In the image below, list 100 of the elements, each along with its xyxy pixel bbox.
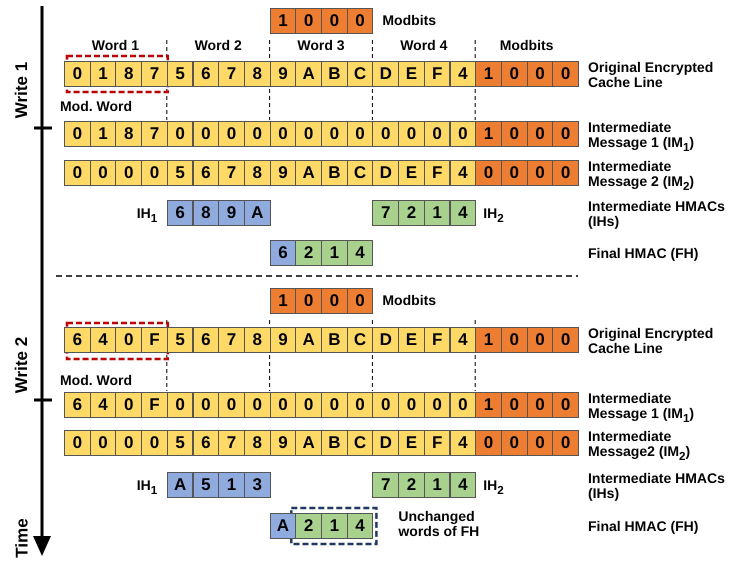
hex-digit-cell: 0 — [115, 160, 142, 186]
hex-digit-cell: F — [141, 327, 168, 353]
column-header: Word 3 — [296, 38, 346, 53]
hex-digit-cell: 9 — [270, 327, 296, 353]
hex-digit-cell: 0 — [115, 430, 142, 456]
hex-digit-cell: 0 — [372, 392, 400, 418]
hex-digit-cell: 1 — [475, 327, 502, 353]
hex-digit-cell: 0 — [192, 392, 220, 418]
hex-digit-cell: 1 — [475, 392, 502, 418]
hex-digit-cell: 6 — [270, 240, 296, 266]
hex-digit-cell: 0 — [500, 327, 528, 353]
hex-digit-cell: 7 — [372, 472, 400, 498]
hex-digit-cell: D — [372, 327, 400, 353]
hex-digit-cell: 0 — [64, 61, 91, 87]
hex-digit-cell: F — [141, 392, 168, 418]
hex-digit-cell: 0 — [552, 392, 579, 418]
hex-digit-cell: 0 — [115, 327, 142, 353]
hex-digit-cell: 2 — [295, 513, 322, 539]
column-header: Word 2 — [194, 38, 243, 53]
hex-digit-cell: 0 — [270, 121, 296, 147]
hex-digit-cell: A — [295, 61, 322, 87]
hex-digit-cell: 0 — [346, 288, 374, 314]
hex-digit-cell: 9 — [270, 160, 296, 186]
hex-digit-cell: 5 — [166, 327, 194, 353]
hex-digit-cell: 0 — [526, 160, 554, 186]
row-label: Intermediate Message 1 (IM$_{1}$) — [588, 120, 696, 155]
hex-digit-cell: F — [424, 327, 450, 353]
hex-digit-cell: 1 — [475, 61, 502, 87]
hex-digit-cell: 5 — [166, 61, 194, 87]
hex-digit-cell: 7 — [141, 121, 168, 147]
hex-digit-cell: 0 — [500, 160, 528, 186]
hex-digit-cell: 0 — [500, 61, 528, 87]
column-header: Word 1 — [90, 38, 140, 53]
hex-digit-cell: 0 — [552, 61, 579, 87]
row-label: Intermediate Message 2 (IM$_{2}$) — [588, 159, 696, 194]
hex-digit-cell: 9 — [218, 200, 245, 226]
hex-digit-cell: C — [346, 61, 374, 87]
hex-digit-cell: 5 — [166, 160, 194, 186]
hex-digit-cell: 0 — [500, 121, 528, 147]
column-header: Modbits — [498, 38, 554, 53]
row-label: IH$_{2}$ — [483, 206, 504, 226]
row-label: IH$_{2}$ — [483, 478, 504, 498]
row-label: Intermediate HMACs (IHs) — [588, 471, 726, 501]
column-header: Word 4 — [399, 38, 448, 53]
hex-digit-cell: 1 — [270, 288, 296, 314]
hex-digit-cell: A — [295, 160, 322, 186]
hex-digit-cell: F — [424, 430, 450, 456]
hex-digit-cell: 0 — [526, 430, 554, 456]
hex-digit-cell: C — [346, 430, 374, 456]
hex-digit-cell: 0 — [295, 392, 322, 418]
hex-digit-cell: E — [398, 160, 425, 186]
hex-digit-cell: 7 — [218, 327, 245, 353]
hex-digit-cell: 0 — [166, 121, 194, 147]
hex-digit-cell: E — [398, 430, 425, 456]
hex-digit-cell: 0 — [115, 392, 142, 418]
hex-digit-cell: 4 — [450, 327, 476, 353]
hex-digit-cell: 7 — [218, 61, 245, 87]
row-label: IH$_{1}$ — [136, 478, 158, 498]
hex-digit-cell: 9 — [270, 61, 296, 87]
hex-digit-cell: 6 — [64, 392, 91, 418]
hex-digit-cell: A — [270, 513, 296, 539]
hex-digit-cell: A — [295, 430, 322, 456]
hex-digit-cell: E — [398, 61, 425, 87]
hex-digit-cell: 0 — [295, 121, 322, 147]
hex-digit-cell: 4 — [450, 472, 476, 498]
hex-digit-cell: 0 — [321, 121, 348, 147]
row-label: Modbits — [382, 13, 436, 28]
hex-digit-cell: 0 — [64, 430, 91, 456]
hex-digit-cell: 6 — [64, 327, 91, 353]
hex-digit-cell: 7 — [141, 61, 168, 87]
hex-digit-cell: 0 — [270, 392, 296, 418]
row-label: Mod. Word — [60, 99, 132, 114]
hex-digit-cell: E — [398, 327, 425, 353]
hex-digit-cell: 0 — [526, 327, 554, 353]
hex-digit-cell: 8 — [192, 200, 220, 226]
hex-digit-cell: F — [424, 61, 450, 87]
hex-digit-cell: 0 — [321, 392, 348, 418]
hex-digit-cell: 0 — [552, 160, 579, 186]
hex-digit-cell: 2 — [398, 200, 425, 226]
axis-label: Time — [12, 518, 32, 558]
hex-digit-cell: 0 — [346, 392, 374, 418]
row-label: Final HMAC (FH) — [588, 246, 698, 261]
hex-digit-cell: 0 — [166, 392, 194, 418]
hex-digit-cell: 0 — [424, 121, 450, 147]
hex-digit-cell: 4 — [450, 160, 476, 186]
hex-digit-cell: B — [321, 160, 348, 186]
hex-digit-cell: 0 — [552, 327, 579, 353]
row-label: Original Encrypted Cache Line — [588, 60, 714, 90]
hex-digit-cell: 4 — [90, 327, 116, 353]
hex-digit-cell: F — [424, 160, 450, 186]
hex-digit-cell: 0 — [244, 121, 271, 147]
hex-digit-cell: 6 — [192, 61, 220, 87]
hex-digit-cell: 0 — [398, 392, 425, 418]
hex-digit-cell: 0 — [346, 121, 374, 147]
hex-digit-cell: 0 — [321, 8, 348, 34]
hex-digit-cell: 0 — [244, 392, 271, 418]
hex-digit-cell: 0 — [552, 430, 579, 456]
hex-digit-cell: 1 — [270, 8, 296, 34]
row-label: Intermediate Message2 (IM$_{2}$) — [588, 429, 692, 464]
hex-digit-cell: 1 — [424, 200, 450, 226]
